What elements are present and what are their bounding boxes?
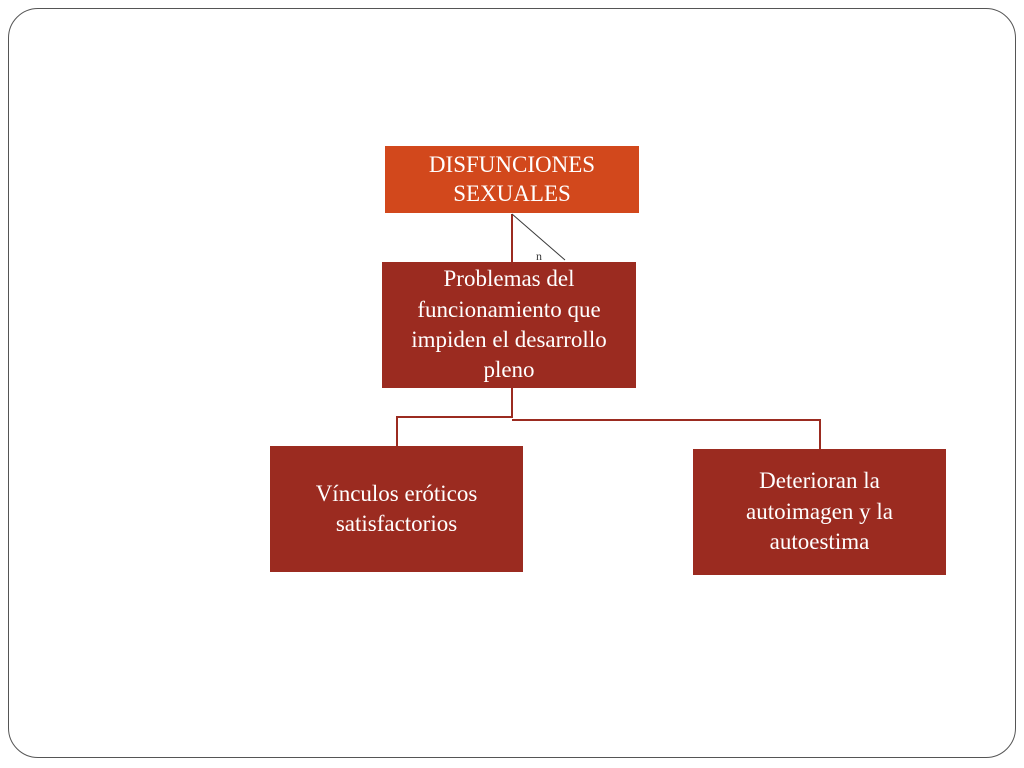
node-deterioran-autoimagen: Deterioran la autoimagen y la autoestima bbox=[693, 449, 946, 575]
stray-glyph: n bbox=[536, 249, 542, 263]
node-problemas-funcionamiento: Problemas del funcionamiento que impiden… bbox=[382, 262, 636, 388]
node-vinculos-eroticos: Vínculos eróticos satisfactorios bbox=[270, 446, 523, 572]
node-disfunciones-sexuales: DISFUNCIONES SEXUALES bbox=[385, 146, 639, 213]
